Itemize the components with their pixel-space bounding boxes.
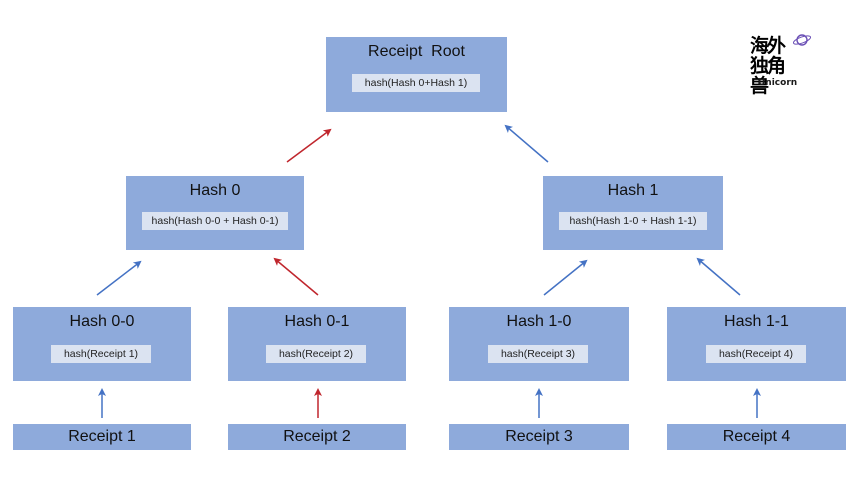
receipt-1: Receipt 1: [13, 424, 191, 450]
node-receipt-root: Receipt Root hash(Hash 0+Hash 1): [326, 37, 507, 112]
node-hash-0: Hash 0 hash(Hash 0-0 + Hash 0-1): [126, 176, 304, 250]
arrow-hash00-to-hash0: [96, 260, 142, 296]
node-formula: hash(Receipt 2): [266, 345, 366, 363]
logo-word: Unicorn: [758, 78, 798, 88]
node-formula: hash(Receipt 4): [706, 345, 806, 363]
unicorn-logo: 海外独角兽 Unicorn: [748, 34, 816, 96]
node-title: Receipt Root: [368, 43, 465, 60]
arrow-hash01-to-hash0: [273, 257, 319, 296]
node-title: Hash 0: [189, 182, 241, 199]
arrow-hash0-to-root: [286, 128, 332, 163]
node-hash-1-1: Hash 1-1 hash(Receipt 4): [667, 307, 846, 381]
node-formula: hash(Hash 0-0 + Hash 0-1): [142, 212, 288, 230]
receipt-4: Receipt 4: [667, 424, 846, 450]
node-hash-0-0: Hash 0-0 hash(Receipt 1): [13, 307, 191, 381]
arrow-hash11-to-hash1: [696, 257, 741, 296]
logo-cjk-text: 海外独角兽: [750, 35, 786, 97]
arrow-hash1-to-root: [504, 124, 549, 163]
node-title: Hash 0-0: [69, 313, 135, 330]
arrow-hash10-to-hash1: [543, 259, 588, 296]
node-formula: hash(Hash 1-0 + Hash 1-1): [559, 212, 707, 230]
planet-icon: [792, 34, 812, 46]
node-formula: hash(Receipt 3): [488, 345, 588, 363]
node-hash-1-0: Hash 1-0 hash(Receipt 3): [449, 307, 629, 381]
node-title: Hash 1: [607, 182, 659, 199]
receipt-3: Receipt 3: [449, 424, 629, 450]
node-title: Hash 0-1: [284, 313, 350, 330]
node-hash-1: Hash 1 hash(Hash 1-0 + Hash 1-1): [543, 176, 723, 250]
node-title: Hash 1-0: [506, 313, 572, 330]
node-formula: hash(Receipt 1): [51, 345, 151, 363]
node-hash-0-1: Hash 0-1 hash(Receipt 2): [228, 307, 406, 381]
receipt-2: Receipt 2: [228, 424, 406, 450]
node-title: Hash 1-1: [724, 313, 789, 330]
node-formula: hash(Hash 0+Hash 1): [352, 74, 480, 92]
